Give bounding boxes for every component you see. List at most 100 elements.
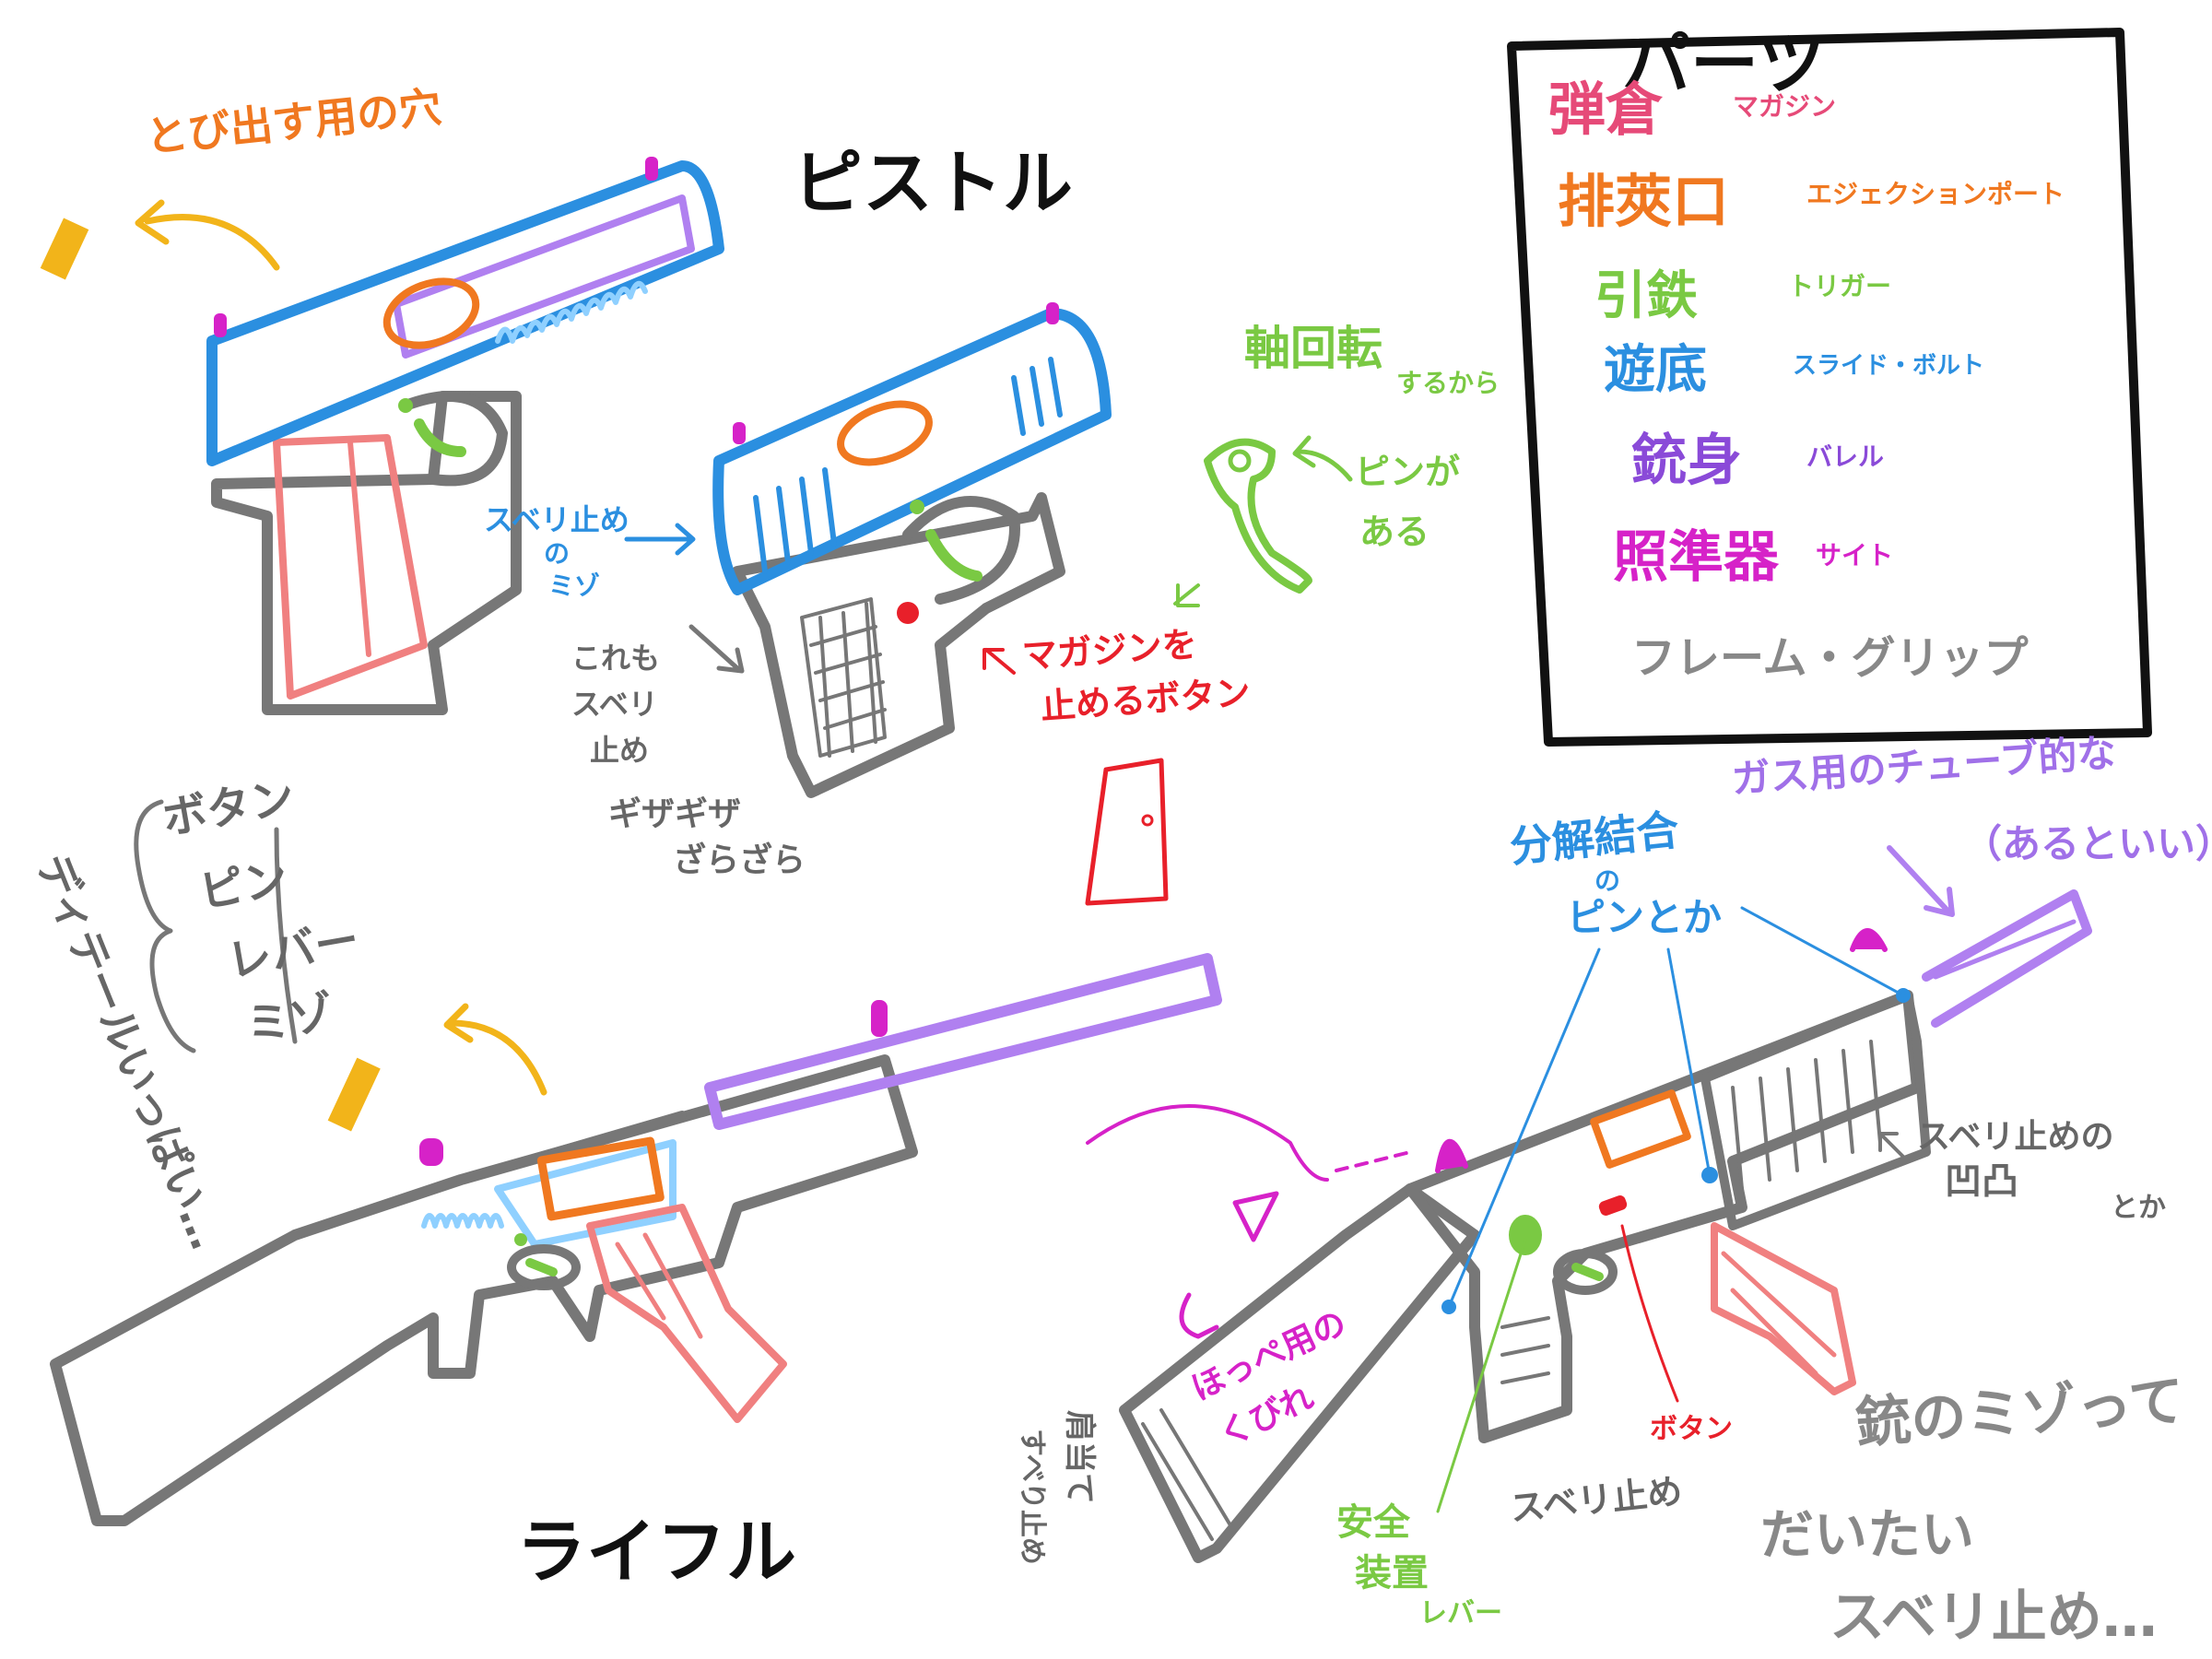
legend-item-slide-reading: スライド・ボルト bbox=[1793, 352, 1984, 380]
rotate-arrow-icon bbox=[1173, 583, 1200, 607]
safety-leader-line bbox=[1436, 1238, 1527, 1513]
rifle1-trigger-guard bbox=[507, 1244, 581, 1290]
legend-item-magazine-kanji: 弾倉 bbox=[1548, 76, 1663, 143]
rifle-side-view bbox=[50, 953, 1222, 1526]
trigger-part-outline bbox=[1204, 438, 1312, 594]
rifle2-trigger-guard bbox=[1553, 1249, 1618, 1295]
pistol-eject-indicator bbox=[40, 199, 280, 280]
rifle-title: ライフル bbox=[516, 1511, 796, 1593]
grooves-note-line-1: 銃のミゾって bbox=[1853, 1369, 2186, 1456]
also-grip-label-1: これも bbox=[571, 641, 660, 676]
anti-slip-label: スベリ止め bbox=[1508, 1471, 1684, 1529]
pistol-side-view bbox=[206, 157, 724, 715]
rifle1-rear-sight bbox=[419, 1138, 443, 1166]
rifle1-magazine-lines bbox=[615, 1232, 703, 1339]
pistol2-grip-texture bbox=[800, 597, 887, 758]
rifle2-handguard bbox=[1700, 991, 1931, 1230]
sightline-curve bbox=[1086, 1104, 1329, 1182]
pistol2-pin bbox=[910, 500, 924, 514]
axis-rotate-label-1: 軸回転 bbox=[1244, 322, 1382, 375]
legend-item-barrel-reading: バレル bbox=[1806, 441, 1884, 472]
rifle2-grip-texture bbox=[1500, 1316, 1550, 1384]
rifle1-front-sight bbox=[871, 1000, 888, 1037]
details-brace bbox=[134, 799, 196, 1053]
disassembly-label-2: の bbox=[1594, 865, 1620, 896]
pistol1-magazine-line bbox=[347, 440, 371, 657]
also-grip-label-3: 止め bbox=[590, 733, 649, 768]
also-grip-label-2: スベリ bbox=[571, 687, 658, 722]
legend-item-magazine-reading: マガジン bbox=[1733, 91, 1836, 122]
mag-button-arrow-icon bbox=[982, 648, 1016, 675]
pistol2-magazine-button bbox=[897, 602, 919, 624]
shoulder-label-2: すべり止め bbox=[1016, 1429, 1048, 1565]
pistol1-frame-grip bbox=[211, 391, 522, 715]
rifle2-front-sight bbox=[1850, 928, 1888, 952]
eject-arrowhead-icon bbox=[135, 199, 170, 245]
legend-item-trigger-kanji: 引鉄 bbox=[1594, 266, 1698, 326]
pistol1-barrel bbox=[393, 194, 695, 359]
gas-tube-arrow-icon bbox=[1887, 845, 1955, 917]
pistol1-front-sight bbox=[645, 157, 658, 181]
legend-item-frame-kanji: フレーム・グリップ bbox=[1631, 632, 2029, 684]
eye-icon bbox=[1232, 1191, 1279, 1242]
pistol1-trigger-guard bbox=[400, 391, 508, 487]
pistol1-ejection-port bbox=[382, 277, 480, 349]
cheek-mark bbox=[1179, 1292, 1219, 1339]
details-label-3: レバー bbox=[223, 914, 363, 988]
rifle1-barrel bbox=[704, 953, 1222, 1130]
pistol2-trigger-guard bbox=[902, 496, 1020, 605]
rifle2-gas-tube bbox=[1933, 919, 2077, 980]
anti-slip-arrow-icon bbox=[1878, 1132, 1910, 1163]
legend-item-slide-kanji: 遊底 bbox=[1604, 340, 1707, 400]
casing-icon bbox=[40, 218, 89, 280]
rifle-angled-view bbox=[1086, 845, 2092, 1563]
anti-slip-bumps-label-2: 凹凸 bbox=[1945, 1160, 2018, 1203]
slide-grooves-arrow-icon bbox=[624, 523, 696, 556]
rifle1-magazine bbox=[586, 1204, 787, 1423]
rifle2-magazine-button bbox=[1598, 1195, 1628, 1216]
legend-item-barrel-kanji: 銃身 bbox=[1631, 429, 1742, 493]
grooves-note-line-3: スベリ止め… bbox=[1830, 1585, 2158, 1650]
rifle-eject-indicator bbox=[327, 1003, 547, 1132]
slide-grooves-label-2: の bbox=[544, 538, 570, 569]
pistol2-trigger bbox=[925, 529, 982, 582]
grip-arrow-icon bbox=[688, 624, 745, 674]
rifle2-rear-sight bbox=[1435, 1138, 1468, 1173]
slide-grooves-label-1: スベリ止め bbox=[484, 502, 629, 537]
pistol1-pin bbox=[398, 398, 413, 413]
grip-texture-label-1: ギザギザ bbox=[608, 795, 741, 833]
shoulder-label-1: 肩当て bbox=[1061, 1410, 1098, 1504]
rifle1-spring bbox=[421, 1213, 504, 1229]
pistol2-slide-grooves bbox=[753, 357, 1063, 574]
pistol2-slide bbox=[712, 308, 1112, 595]
rifle2-magazine bbox=[1711, 1222, 1856, 1395]
sightline-dash bbox=[1335, 1150, 1412, 1172]
button-leader-line bbox=[1620, 1224, 1679, 1403]
legend-item-sight-reading: サイト bbox=[1816, 540, 1893, 571]
legend-item-sight-kanji: 照準器 bbox=[1613, 525, 1780, 590]
rifle1-receiver-top bbox=[456, 1111, 687, 1184]
pistol1-rear-sight bbox=[214, 313, 227, 337]
magazine-catch-outline bbox=[1085, 758, 1169, 906]
mag-button-label-1: マガジンを bbox=[1021, 624, 1199, 677]
safety-label-2: 装置 bbox=[1355, 1552, 1429, 1594]
rifle-eject-arrow-icon bbox=[448, 1019, 547, 1096]
safety-label-3: レバー bbox=[1419, 1597, 1502, 1630]
rifle2-stock bbox=[1119, 1183, 1480, 1563]
pistol1-magazine bbox=[273, 434, 428, 700]
pistol2-rear-sight bbox=[733, 422, 746, 444]
pistol1-trigger bbox=[414, 418, 466, 457]
disassembly-label-3: ピンとか bbox=[1567, 895, 1722, 940]
pistol-compact-view bbox=[712, 302, 1112, 798]
pistol2-frame-grip bbox=[732, 492, 1065, 798]
safety-label-1: 安全 bbox=[1336, 1501, 1411, 1544]
pistol1-spring bbox=[495, 280, 648, 344]
rifle2-stock-pad bbox=[1141, 1408, 1232, 1541]
pistol2-ejection-port bbox=[837, 400, 933, 466]
rifle-casing-icon bbox=[327, 1057, 381, 1132]
trigger-part bbox=[1173, 435, 1353, 607]
rifle2-safety-lever bbox=[1509, 1215, 1542, 1255]
gas-tube-label-2: （あるといい） bbox=[1963, 821, 2212, 866]
disassembly-label-1: 分解結合 bbox=[1508, 805, 1682, 872]
